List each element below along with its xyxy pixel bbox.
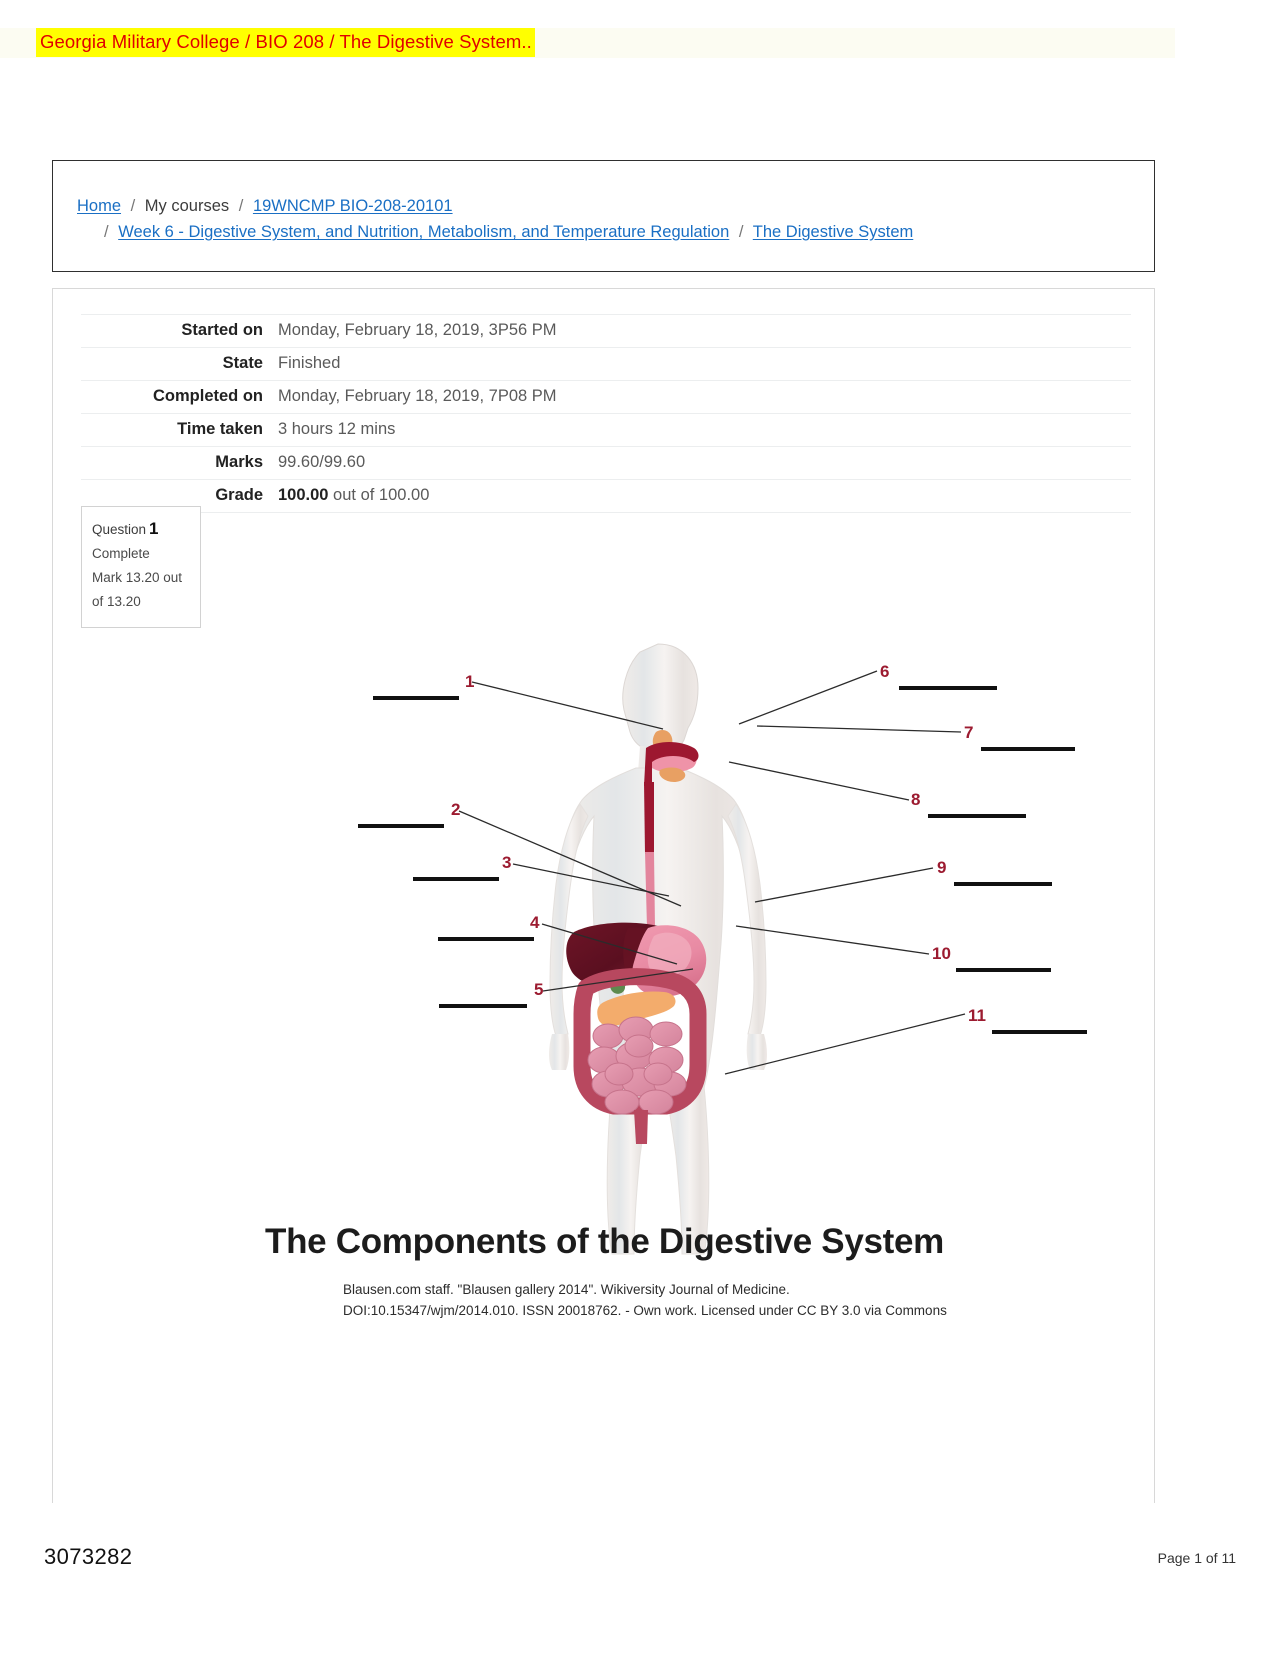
breadcrumb-separator: /	[738, 223, 744, 241]
answer-blank-3[interactable]	[413, 877, 499, 881]
page-indicator: Page 1 of 11	[1157, 1550, 1236, 1566]
answer-blank-10[interactable]	[956, 968, 1051, 972]
answer-blank-9[interactable]	[954, 882, 1052, 886]
summary-label-started-on: Started on	[181, 321, 263, 339]
document-id: 3073282	[44, 1544, 133, 1569]
answer-blank-4[interactable]	[438, 937, 534, 941]
figure-label-6: 6	[880, 662, 890, 681]
summary-value-state: Finished	[278, 354, 341, 372]
breadcrumb-separator: /	[238, 197, 244, 215]
figure-title: The Components of the Digestive System	[265, 1222, 944, 1261]
figure-credit-line-2: DOI:10.15347/wjm/2014.010. ISSN 20018762…	[343, 1303, 947, 1318]
summary-value-completed-on: Monday, February 18, 2019, 7P08 PM	[278, 387, 557, 405]
figure-label-1: 1	[465, 672, 475, 691]
answer-blank-5[interactable]	[439, 1004, 527, 1008]
figure-label-10: 10	[932, 944, 951, 963]
answer-blank-11[interactable]	[992, 1030, 1087, 1034]
leader-lines	[458, 670, 966, 1075]
table-row: Marks 99.60/99.60	[81, 447, 1131, 480]
grade-middle-text: out of	[328, 486, 379, 504]
grade-score: 100.00	[278, 486, 329, 504]
breadcrumb-item-home[interactable]: Home	[77, 197, 122, 215]
question-mark-line1: Mark 13.20 out	[92, 570, 183, 585]
figure-label-3: 3	[502, 853, 512, 872]
breadcrumb-separator: /	[130, 197, 136, 215]
breadcrumb-item-week[interactable]: Week 6 - Digestive System, and Nutrition…	[118, 223, 730, 241]
figure-label-11: 11	[968, 1006, 986, 1025]
figure-credit: Blausen.com staff. "Blausen gallery 2014…	[343, 1279, 1043, 1321]
summary-value-started-on: Monday, February 18, 2019, 3P56 PM	[278, 321, 557, 339]
table-row: Completed on Monday, February 18, 2019, …	[81, 381, 1131, 414]
breadcrumb-separator: /	[104, 223, 109, 241]
summary-value-time-taken: 3 hours 12 mins	[278, 420, 396, 438]
breadcrumb-item-course[interactable]: 19WNCMP BIO-208-20101	[252, 197, 453, 215]
breadcrumb-item-my-courses: My courses	[144, 197, 230, 215]
figure-credit-line-1: Blausen.com staff. "Blausen gallery 2014…	[343, 1282, 790, 1297]
figure-label-5: 5	[534, 980, 544, 999]
breadcrumb-item-quiz[interactable]: The Digestive System	[752, 223, 914, 241]
figure-label-8: 8	[911, 790, 921, 809]
summary-value-grade: 100.00 out of 100.00	[273, 480, 1131, 513]
figure-label-2: 2	[451, 800, 461, 819]
digestive-system-figure: 1 2 3 4 5 6 7 8 9 10 11 The Components o…	[53, 634, 1156, 1354]
table-row: State Finished	[81, 348, 1131, 381]
question-number: 1	[149, 519, 159, 538]
human-body-illustration	[508, 636, 808, 1256]
question-state: Complete	[92, 546, 150, 561]
summary-label-grade: Grade	[215, 486, 263, 504]
answer-blank-7[interactable]	[981, 747, 1075, 751]
figure-label-7: 7	[964, 723, 974, 742]
answer-blank-2[interactable]	[358, 824, 444, 828]
figure-label-4: 4	[530, 913, 540, 932]
summary-label-completed-on: Completed on	[153, 387, 263, 405]
quiz-review-panel: Started on Monday, February 18, 2019, 3P…	[52, 288, 1155, 1503]
table-row: Time taken 3 hours 12 mins	[81, 414, 1131, 447]
question-number-label: Question	[92, 522, 147, 537]
table-row: Grade 100.00 out of 100.00	[81, 480, 1131, 513]
answer-blank-6[interactable]	[899, 686, 997, 690]
summary-value-marks: 99.60/99.60	[278, 453, 366, 471]
summary-label-state: State	[222, 354, 263, 372]
summary-label-marks: Marks	[215, 453, 263, 471]
grade-total: 100.00	[378, 486, 430, 504]
breadcrumb-panel: Home / My courses / 19WNCMP BIO-208-2010…	[52, 160, 1155, 272]
table-row: Started on Monday, February 18, 2019, 3P…	[81, 314, 1131, 348]
breadcrumb: Home / My courses / 19WNCMP BIO-208-2010…	[53, 161, 1154, 245]
attempt-summary-table: Started on Monday, February 18, 2019, 3P…	[81, 314, 1131, 513]
summary-label-time-taken: Time taken	[177, 420, 263, 438]
answer-blank-8[interactable]	[928, 814, 1026, 818]
figure-label-9: 9	[937, 858, 947, 877]
answer-blank-1[interactable]	[373, 696, 459, 700]
question-mark-line2: of 13.20	[92, 594, 141, 609]
page-header-bar: Georgia Military College / BIO 208 / The…	[0, 28, 1175, 58]
page-header-title: Georgia Military College / BIO 208 / The…	[36, 28, 535, 57]
